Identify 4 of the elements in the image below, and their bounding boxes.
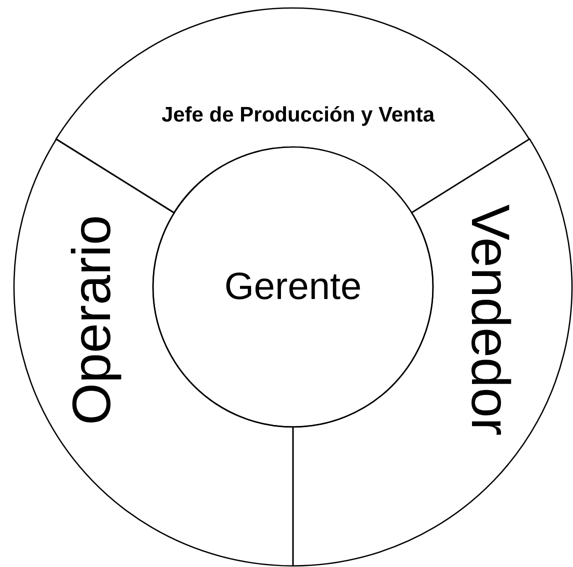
segment-label: Jefe de Producción y Venta <box>161 104 435 126</box>
segment-label: Vendedor <box>463 204 517 436</box>
center-label: Gerente <box>224 268 362 306</box>
segment-label: Operario <box>65 214 119 426</box>
